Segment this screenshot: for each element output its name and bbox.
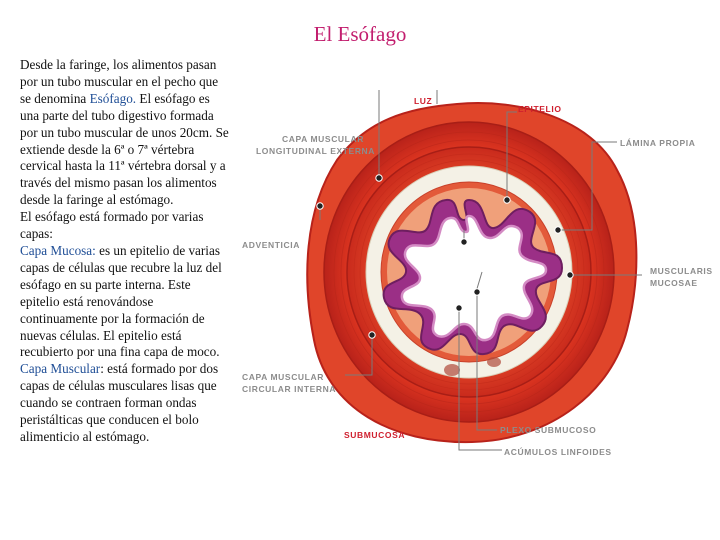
muscle-striations bbox=[333, 131, 605, 413]
label-capa-longitudinal-1: CAPA MUSCULAR bbox=[282, 134, 364, 144]
intro-text-cont: El esófago es una parte del tubo digesti… bbox=[20, 90, 229, 208]
intro-text: Desde la faringe, los alimentos pasan po… bbox=[20, 57, 219, 106]
esophagus-illustration bbox=[306, 90, 642, 451]
label-adventicia: ADVENTICIA bbox=[242, 240, 300, 250]
label-capa-longitudinal-2: LONGITUDINAL EXTERNA bbox=[256, 146, 376, 156]
marker-dots bbox=[316, 174, 574, 339]
label-epitelio: EPITELIO bbox=[518, 104, 562, 114]
label-lamina-propia: LÁMINA PROPIA bbox=[620, 138, 696, 148]
label-submucosa: SUBMUCOSA bbox=[344, 430, 406, 440]
paragraph-intro: Desde la faringe, los alimentos pasan po… bbox=[20, 57, 230, 209]
highlight-esofago: Esófago. bbox=[89, 90, 137, 106]
paragraph-muscular: Capa Muscular: está formado por dos capa… bbox=[20, 361, 230, 446]
lymphoid-nodules bbox=[444, 357, 501, 376]
body-text: Desde la faringe, los alimentos pasan po… bbox=[20, 57, 230, 446]
label-plexo-submucoso: PLEXO SUBMUCOSO bbox=[500, 425, 597, 435]
highlight-capa-muscular: Capa Muscular bbox=[20, 361, 101, 377]
lumen bbox=[400, 214, 548, 342]
paragraph-mucosa: Capa Mucosa: es un epitelio de varias ca… bbox=[20, 243, 230, 361]
label-capa-circular-1: CAPA MUSCULAR bbox=[242, 372, 324, 382]
label-luz: LUZ bbox=[414, 96, 433, 106]
page-title: El Esófago bbox=[313, 22, 407, 46]
mucosa-text: es un epitelio de varias capas de célula… bbox=[20, 242, 222, 360]
label-capa-circular-2: CIRCULAR INTERNA bbox=[242, 384, 337, 394]
paragraph-layers: El esófago está formado por varias capas… bbox=[20, 209, 204, 242]
highlight-capa-mucosa: Capa Mucosa: bbox=[20, 242, 96, 258]
label-muscularis-2: MUCOSAE bbox=[650, 278, 698, 288]
label-muscularis-1: MUSCULARIS bbox=[650, 266, 713, 276]
esophagus-cross-section-diagram: LUZ EPITELIO CAPA MUSCULAR LONGITUDINAL … bbox=[232, 90, 720, 470]
muscular-text: : está formado por dos capas de células … bbox=[20, 361, 219, 444]
label-acumulos-linfoides: ACÚMULOS LINFOIDES bbox=[504, 447, 612, 457]
